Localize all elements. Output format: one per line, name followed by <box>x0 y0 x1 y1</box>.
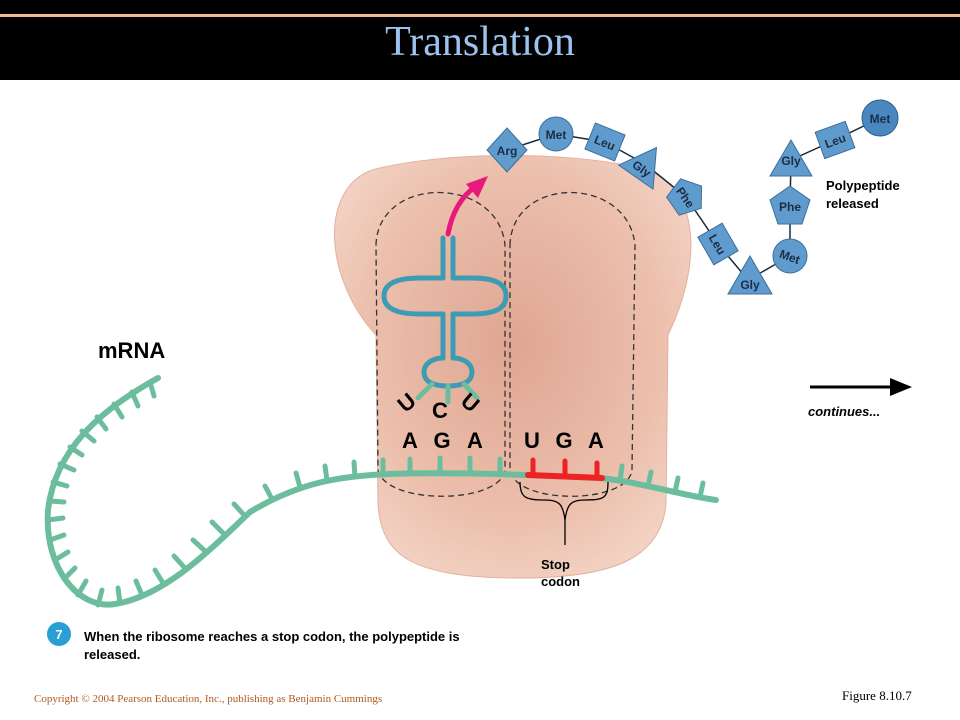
stop-codon-base-3: A <box>588 428 604 453</box>
continues-arrow <box>810 378 912 396</box>
p-site-outline <box>375 192 506 497</box>
svg-text:Gly: Gly <box>781 154 801 168</box>
amino-acid-gly-released: Gly <box>769 139 813 177</box>
svg-text:Met: Met <box>546 128 567 142</box>
p-site-codon-base-2: G <box>433 428 450 453</box>
amino-acid-phe-released: Phe <box>769 185 811 225</box>
amino-acid-arg: Arg <box>486 127 528 173</box>
a-site-outline <box>509 192 636 497</box>
amino-acid-gly-1: Gly <box>617 146 658 191</box>
continues-label: continues... <box>808 404 880 419</box>
release-arrowhead <box>466 176 488 198</box>
trna-anticodon-arms <box>415 381 480 405</box>
svg-text:Met: Met <box>870 112 891 126</box>
page-title: Translation <box>385 19 575 65</box>
stop-codon-label-line-1: Stop <box>541 557 570 572</box>
svg-text:Phe: Phe <box>779 200 801 214</box>
stop-codon-label-line-2: codon <box>541 574 580 589</box>
stop-codon-segment <box>525 457 605 481</box>
svg-text:Met: Met <box>778 247 802 267</box>
p-site-codon-base-1: A <box>402 428 418 453</box>
svg-text:Gly: Gly <box>740 278 760 292</box>
title-accent-line <box>0 14 960 17</box>
figure-label: Figure 8.10.7 <box>842 688 912 703</box>
p-site-codon-base-3: A <box>467 428 483 453</box>
copyright-notice: Copyright © 2004 Pearson Education, Inc.… <box>34 693 383 705</box>
mrna-label: mRNA <box>98 338 165 363</box>
stop-codon-base-2: G <box>555 428 572 453</box>
mrna-ticks <box>45 379 706 608</box>
amino-acid-phe-1: Phe <box>665 178 703 216</box>
step-number: 7 <box>55 627 62 642</box>
amino-acid-met-1: Met <box>538 116 574 152</box>
amino-acid-gly-2: Gly <box>727 255 773 295</box>
caption-line-1: When the ribosome reaches a stop codon, … <box>84 629 460 644</box>
title-bar <box>0 0 960 80</box>
anticodon-base-2: C <box>432 398 448 423</box>
polypeptide-label-line-2: released <box>826 196 879 211</box>
caption-line-2: released. <box>84 647 140 662</box>
amino-acid-leu-1: Leu <box>584 122 626 162</box>
step-badge <box>47 622 71 646</box>
polypeptide-label-line-1: Polypeptide <box>826 178 900 193</box>
amino-acid-leu-released: Leu <box>814 120 856 160</box>
ribosome <box>334 154 692 579</box>
svg-text:Leu: Leu <box>823 131 848 151</box>
amino-acid-met-released-2: Met <box>772 238 808 274</box>
amino-acid-met-released-1: Met <box>861 99 899 137</box>
stop-codon-base-1: U <box>524 428 540 453</box>
svg-text:Arg: Arg <box>497 144 518 158</box>
amino-acid-leu-2: Leu <box>697 222 739 266</box>
